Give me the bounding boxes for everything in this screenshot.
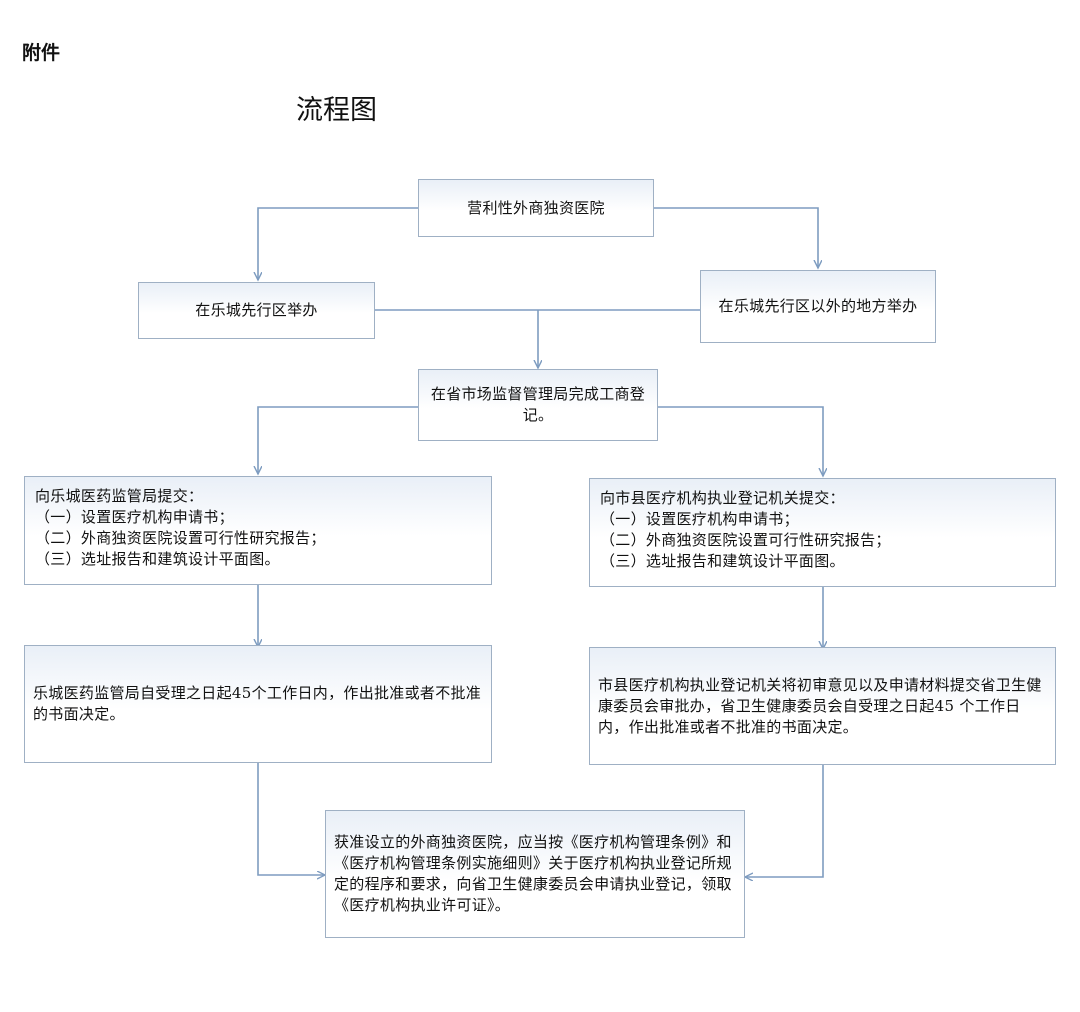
attachment-label: 附件: [22, 42, 61, 64]
node-held-in-lecheng: 在乐城先行区举办: [138, 282, 375, 339]
node-business-registration: 在省市场监督管理局完成工商登记。: [418, 369, 658, 441]
submit-left-line-3: （二）外商独资医院设置可行性研究报告；: [35, 529, 326, 547]
page-title: 流程图: [296, 95, 377, 126]
submit-left-line-4: （三）选址报告和建筑设计平面图。: [35, 550, 280, 568]
connector-decision-right-to-final: [745, 765, 824, 877]
node-lecheng-decision: 乐城医药监管局自受理之日起45个工作日内，作出批准或者不批准的书面决定。: [24, 645, 492, 763]
node-submit-county-authority: 向市县医疗机构执业登记机关提交： （一）设置医疗机构申请书； （二）外商独资医院…: [589, 478, 1056, 587]
node-submit-lecheng-bureau: 向乐城医药监管局提交： （一）设置医疗机构申请书； （二）外商独资医院设置可行性…: [24, 476, 492, 585]
submit-right-line-2: （一）设置医疗机构申请书；: [600, 510, 799, 528]
node-license-registration: 获准设立的外商独资医院，应当按《医疗机构管理条例》和《医疗机构管理条例实施细则》…: [325, 810, 745, 938]
node-held-outside-lecheng: 在乐城先行区以外的地方举办: [700, 270, 936, 343]
node-provincial-decision: 市县医疗机构执业登记机关将初审意见以及申请材料提交省卫生健康委员会审批办，省卫生…: [589, 647, 1056, 765]
node-foreign-owned-hospital: 营利性外商独资医院: [418, 179, 654, 237]
submit-left-line-1: 向乐城医药监管局提交：: [35, 487, 204, 505]
connector-root-to-right: [654, 207, 818, 268]
connector-registration-to-left: [258, 406, 418, 474]
submit-right-line-3: （二）外商独资医院设置可行性研究报告；: [600, 531, 891, 549]
connector-root-to-left: [258, 207, 418, 280]
submit-left-line-2: （一）设置医疗机构申请书；: [35, 508, 234, 526]
submit-right-line-4: （三）选址报告和建筑设计平面图。: [600, 552, 845, 570]
connector-decision-left-to-final: [257, 763, 325, 875]
submit-right-line-1: 向市县医疗机构执业登记机关提交：: [600, 489, 845, 507]
connector-registration-to-right: [658, 406, 823, 476]
